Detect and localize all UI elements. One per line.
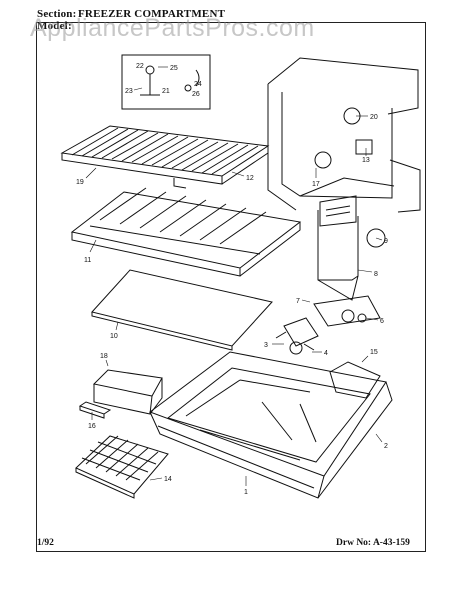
callout-22: 22 [136,63,144,70]
small-part-d [195,69,200,87]
callout-26: 26 [192,91,200,98]
callout-15: 15 [370,349,378,356]
revision-date: 1/92 [37,538,54,548]
glass-shelf [70,187,302,277]
callout-12: 12 [246,175,254,182]
fan-bracket [313,295,381,327]
callout-13: 13 [362,157,370,164]
callout-9: 9 [384,238,388,245]
callout-21: 21 [162,88,170,95]
callout-3: 3 [264,342,268,349]
ice-tray [75,435,169,499]
wire-shelf [60,125,270,189]
callout-7: 7 [296,298,300,305]
callout-16: 16 [88,423,96,430]
callout-25: 25 [170,65,178,72]
ice-bin [92,369,163,415]
section-title: FREEZER COMPARTMENT [78,8,226,20]
callout-10: 10 [110,333,118,340]
small-part-c [184,84,192,92]
callout-2: 2 [384,443,388,450]
control-knob [314,151,332,169]
diagram-frame [36,22,426,552]
fan-motor [275,317,319,355]
inset-box [121,54,211,110]
small-part-b [140,74,160,96]
callout-19: 19 [76,179,84,186]
cover-panel [329,361,381,399]
callout-4: 4 [324,350,328,357]
callout-8: 8 [374,271,378,278]
small-part-a [145,65,155,75]
drawing-number: Drw No: A-43-159 [336,538,410,548]
callout-14: 14 [164,476,172,483]
freezer-floor [148,351,393,499]
callout-11: 11 [84,257,91,264]
callout-20: 20 [370,114,378,121]
callout-18-left: 18 [100,353,108,360]
callout-1: 1 [244,489,248,496]
flat-panel [91,269,273,351]
light-housing [355,139,373,155]
air-duct [317,195,386,301]
callout-6: 6 [380,318,384,325]
duct-knob [366,228,386,248]
watermark: AppliancePartsPros.com [30,14,315,42]
callout-23: 23 [125,88,133,95]
section-label: Section: [37,8,77,20]
callout-24: 24 [194,81,202,88]
model-label: Model: [37,20,72,32]
freezer-cabinet [267,57,421,213]
callout-17: 17 [312,181,320,188]
